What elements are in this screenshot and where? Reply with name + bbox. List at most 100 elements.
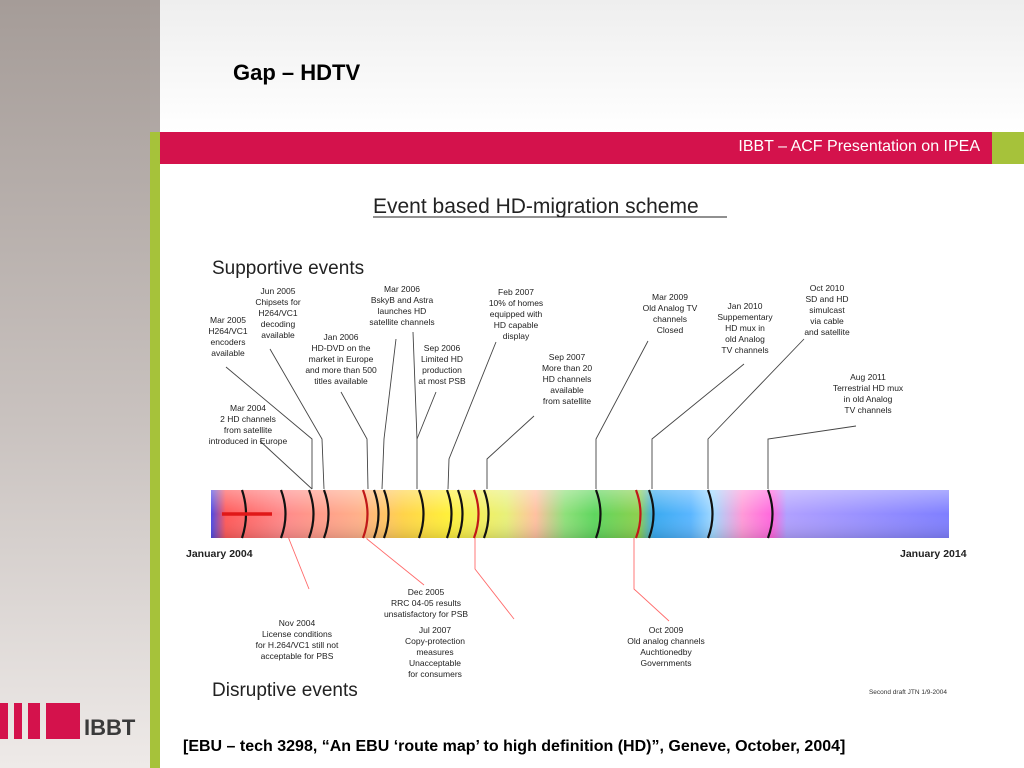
event-line: Terrestrial HD mux — [833, 383, 904, 393]
event-line: License conditions — [262, 629, 332, 639]
event-line: Sep 2006 — [424, 343, 461, 353]
event-line: simulcast — [809, 305, 845, 315]
event-line: Closed — [657, 325, 684, 335]
event-line: introduced in Europe — [209, 436, 288, 446]
left-decoration-strip — [0, 0, 160, 768]
ibbt-logo — [0, 703, 140, 743]
migration-scheme-figure: Event based HD-migration scheme Supporti… — [184, 189, 1002, 715]
event-line: available — [550, 385, 584, 395]
event-line: Sep 2007 — [549, 352, 586, 362]
event-line: at most PSB — [418, 376, 466, 386]
event-line: HD capable — [494, 320, 539, 330]
event-line: measures — [416, 647, 453, 657]
event-line: acceptable for PBS — [261, 651, 334, 661]
event-line: Mar 2005 — [210, 315, 246, 325]
event-line: Dec 2005 — [408, 587, 445, 597]
event-line: TV channels — [721, 345, 768, 355]
event-line: via cable — [810, 316, 844, 326]
page-number: 27 — [950, 724, 967, 741]
event-line: Mar 2006 — [384, 284, 420, 294]
event-line: decoding — [261, 319, 296, 329]
banner-green-block — [992, 132, 1024, 164]
event-line: Chipsets for — [255, 297, 301, 307]
green-vertical-bar — [150, 132, 160, 768]
event-line: equipped with — [490, 309, 543, 319]
event-line: launches HD — [378, 306, 427, 316]
event-line: Feb 2007 — [498, 287, 534, 297]
banner-text: IBBT – ACF Presentation on IPEA — [738, 138, 980, 155]
timeline-shading — [211, 490, 949, 538]
event-line: More than 20 — [542, 363, 592, 373]
event-line: Old Analog TV — [643, 303, 698, 313]
event-line: Oct 2009 — [649, 625, 684, 635]
event-line: HD-DVD on the — [311, 343, 370, 353]
header-banner: IBBT – ACF Presentation on IPEA — [160, 132, 992, 164]
event-line: and more than 500 — [305, 365, 377, 375]
event-line: unsatisfactory for PSB — [384, 609, 468, 619]
event-line: display — [503, 331, 530, 341]
title-area — [160, 0, 1024, 132]
event-line: encoders — [211, 337, 246, 347]
event-line: Jan 2006 — [324, 332, 359, 342]
event-line: from satellite — [224, 425, 272, 435]
disruptive-events-label: Disruptive events — [212, 680, 358, 701]
citation: [EBU – tech 3298, “An EBU ‘route map’ to… — [183, 738, 846, 755]
logo-text: IBBT — [84, 715, 136, 740]
event-line: from satellite — [543, 396, 591, 406]
event-line: Suppementary — [717, 312, 773, 322]
event-line: HD channels — [543, 374, 592, 384]
slide-title: Gap – HDTV — [233, 60, 361, 85]
event-line: Nov 2004 — [279, 618, 316, 628]
event-line: Old analog channels — [627, 636, 705, 646]
event-line: Copy-protection — [405, 636, 465, 646]
event-line: channels — [653, 314, 687, 324]
migration-scheme-svg: Event based HD-migration scheme Supporti… — [186, 195, 967, 701]
event-line: Jul 2007 — [419, 625, 451, 635]
timeline-start-label: January 2004 — [186, 548, 253, 560]
event-line: Jan 2010 — [728, 301, 763, 311]
event-line: H264/VC1 — [208, 326, 247, 336]
event-line: 2 HD channels — [220, 414, 276, 424]
event-line: Unacceptable — [409, 658, 461, 668]
timeline-end-label: January 2014 — [900, 548, 967, 560]
event-line: old Analog — [725, 334, 765, 344]
event-line: for H.264/VC1 still not — [256, 640, 339, 650]
event-line: Aug 2011 — [850, 372, 886, 382]
event-line: Limited HD — [421, 354, 463, 364]
event-line: TV channels — [844, 405, 891, 415]
event-line: HD mux in — [725, 323, 765, 333]
event-line: 10% of homes — [489, 298, 543, 308]
event-line: Jun 2005 — [261, 286, 296, 296]
figure-heading: Event based HD-migration scheme — [373, 195, 699, 218]
event-line: Mar 2004 — [230, 403, 266, 413]
event-line: available — [211, 348, 245, 358]
event-line: Mar 2009 — [652, 292, 688, 302]
event-line: Governments — [640, 658, 691, 668]
event-line: in old Analog — [844, 394, 893, 404]
event-line: market in Europe — [309, 354, 374, 364]
figure-footnote: Second draft JTN 1/9-2004 — [869, 689, 947, 696]
supportive-events-label: Supportive events — [212, 258, 364, 279]
event-line: Oct 2010 — [810, 283, 845, 293]
event-line: titles available — [314, 376, 368, 386]
event-line: satellite channels — [369, 317, 434, 327]
supportive-connector-lines — [225, 331, 857, 490]
